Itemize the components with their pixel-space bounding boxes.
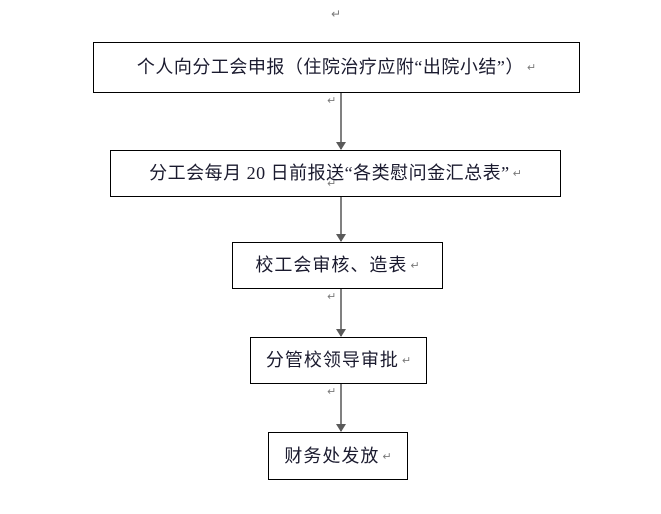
arrow-down-icon bbox=[336, 424, 346, 432]
return-mark-icon: ↵ bbox=[382, 450, 392, 463]
return-mark-icon: ↵ bbox=[401, 355, 412, 367]
arrow-down-icon bbox=[336, 329, 346, 337]
paragraph-mark-icon: ↵ bbox=[327, 386, 337, 398]
flowchart-connector-4-to-5 bbox=[335, 384, 347, 432]
flowchart-connector-2-to-3 bbox=[335, 197, 347, 242]
return-mark-icon: ↵ bbox=[410, 260, 420, 272]
flowchart-node-step-3[interactable]: 校工会审核、造表↵ bbox=[232, 242, 443, 289]
return-mark-icon: ↵ bbox=[526, 62, 537, 74]
flowchart-connector-3-to-4 bbox=[335, 289, 347, 337]
flowchart-node-step-4[interactable]: 分管校领导审批↵ bbox=[250, 337, 427, 384]
paragraph-mark-icon: ↵ bbox=[331, 7, 342, 21]
connector-line bbox=[340, 289, 342, 336]
flowchart-node-label: 分工会每月 20 日前报送“各类慰问金汇总表” bbox=[149, 163, 510, 184]
flowchart-node-label: 分管校领导审批 bbox=[265, 350, 399, 371]
flowchart-connector-1-to-2 bbox=[335, 93, 347, 150]
paragraph-mark-icon: ↵ bbox=[327, 291, 337, 303]
connector-line bbox=[340, 197, 342, 241]
connector-line bbox=[340, 93, 342, 149]
flowchart-node-label: 财务处发放 bbox=[284, 445, 380, 466]
paragraph-mark-icon: ↵ bbox=[327, 95, 337, 107]
return-mark-icon: ↵ bbox=[512, 168, 522, 180]
flowchart-node-label: 个人向分工会申报（住院治疗应附“出院小结”） bbox=[136, 57, 524, 78]
flowchart-node-label: 校工会审核、造表 bbox=[255, 255, 408, 276]
flowchart-node-step-1[interactable]: 个人向分工会申报（住院治疗应附“出院小结”）↵ bbox=[93, 42, 580, 93]
arrow-down-icon bbox=[336, 142, 346, 150]
flowchart-node-step-5[interactable]: 财务处发放↵ bbox=[268, 432, 408, 480]
paragraph-mark-icon: ↵ bbox=[327, 178, 337, 190]
connector-line bbox=[340, 384, 342, 431]
arrow-down-icon bbox=[336, 234, 346, 242]
flowchart-node-step-2[interactable]: 分工会每月 20 日前报送“各类慰问金汇总表”↵ bbox=[110, 150, 561, 197]
